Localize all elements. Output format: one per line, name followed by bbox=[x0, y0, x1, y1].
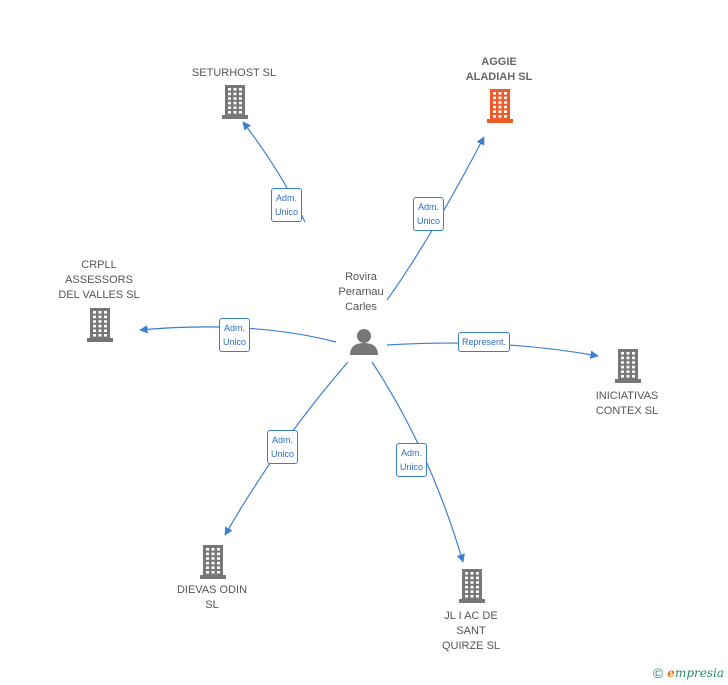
edge-label-seturhost[interactable]: Adm.Unico bbox=[271, 188, 303, 222]
edge-label-iniciativas[interactable]: Represent. bbox=[458, 332, 511, 352]
building-icon-aggie[interactable] bbox=[487, 89, 513, 123]
person-icon[interactable] bbox=[350, 329, 378, 355]
brand-logo: empresia bbox=[667, 666, 724, 680]
building-icon-seturhost[interactable] bbox=[222, 85, 248, 119]
edges-layer bbox=[139, 121, 599, 563]
building-icon-crpll[interactable] bbox=[87, 308, 113, 342]
building-icon-jliac[interactable] bbox=[459, 569, 485, 603]
edge-label-aggie[interactable]: Adm.Unico bbox=[413, 197, 445, 231]
edge-label-dievas[interactable]: Adm.Unico bbox=[267, 430, 299, 464]
icons-layer bbox=[87, 85, 641, 603]
building-icon-iniciativas[interactable] bbox=[615, 349, 641, 383]
footer-brand: © empresia bbox=[653, 665, 724, 681]
edge-label-jliac[interactable]: Adm.Unico bbox=[396, 443, 428, 477]
building-icon-dievas[interactable] bbox=[200, 545, 226, 579]
edge-label-crpll[interactable]: Adm.Unico bbox=[219, 318, 251, 352]
copyright-icon: © bbox=[652, 665, 664, 681]
company-label-seturhost[interactable]: SETURHOST SL bbox=[191, 67, 277, 79]
